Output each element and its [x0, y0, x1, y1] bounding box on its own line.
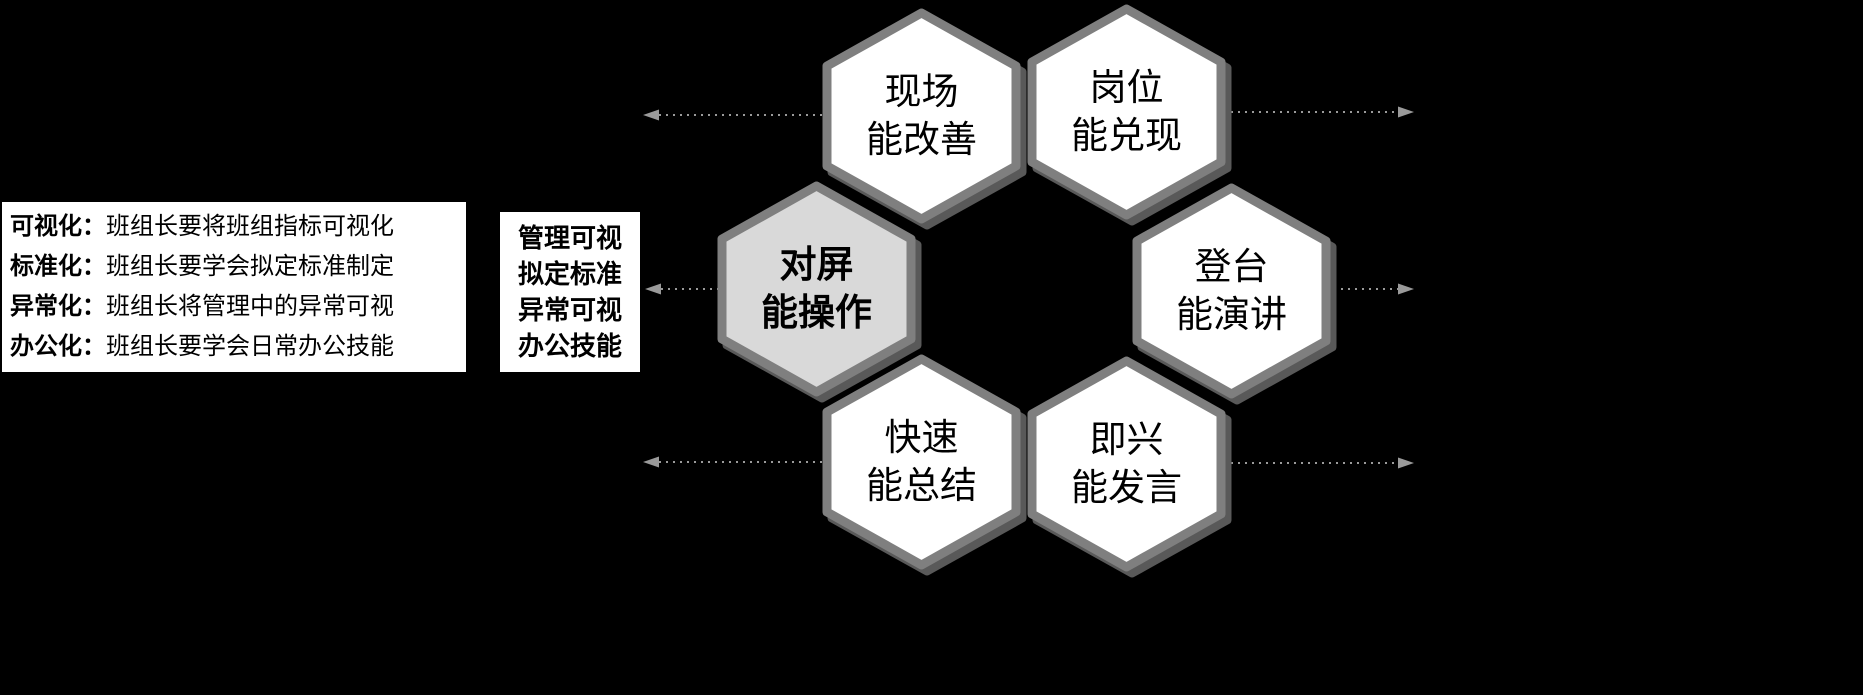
definition-desc: 班组长要学会拟定标准制定	[106, 254, 394, 280]
hexagon-label-line1: 现场	[884, 71, 959, 113]
hexagon-stage-speech: 登台 能演讲	[1132, 183, 1337, 405]
hexagon-shape	[717, 181, 922, 403]
hexagon-label: 登台 能演讲	[1133, 183, 1330, 398]
definition-desc: 班组长要将班组指标可视化	[106, 214, 394, 240]
hexagon-label: 即兴 能发言	[1028, 356, 1225, 571]
hexagon-label-line1: 对屏	[779, 244, 854, 286]
hexagon-label: 现场 能改善	[823, 8, 1020, 223]
hexagon-label: 岗位 能兑现	[1028, 4, 1225, 219]
hexagon-label-line2: 能发言	[1071, 466, 1182, 508]
hexagon-label: 对屏 能操作	[718, 181, 915, 396]
dotted-arrow-left-top	[643, 109, 829, 121]
hexagon-shape	[1027, 4, 1232, 226]
dotted-arrow-right-bottom	[1224, 457, 1414, 469]
definition-row-office: 办公化：班组长要学会日常办公技能	[10, 327, 458, 367]
hexagon-screen-operate: 对屏 能操作	[717, 181, 922, 403]
hexagon-label-line2: 能演讲	[1176, 293, 1287, 335]
hexagon-shape	[822, 354, 1027, 576]
hexagon-onsite-improvement: 现场 能改善	[822, 8, 1027, 230]
hexagon-label-line1: 岗位	[1089, 67, 1164, 109]
definition-term: 标准化：	[10, 253, 106, 280]
hexagon-label-line2: 能兑现	[1071, 114, 1182, 156]
definition-row-standardization: 标准化：班组长要学会拟定标准制定	[10, 247, 458, 287]
definition-row-abnormality: 异常化：班组长将管理中的异常可视	[10, 287, 458, 327]
hexagon-label-line2: 能总结	[866, 464, 977, 506]
hexagon-shape	[1027, 356, 1232, 578]
dotted-arrow-left-middle	[645, 283, 721, 295]
definitions-panel: 可视化：班组长要将班组指标可视化 标准化：班组长要学会拟定标准制定 异常化：班组…	[2, 202, 466, 372]
hexagon-position-fulfill: 岗位 能兑现	[1027, 4, 1232, 226]
hexagon-label-line2: 能操作	[761, 291, 872, 333]
hexagon-shape	[822, 8, 1027, 230]
callout-box: 管理可视 拟定标准 异常可视 办公技能	[500, 212, 640, 372]
callout-line: 异常可视	[517, 295, 622, 325]
definition-row-visualization: 可视化：班组长要将班组指标可视化	[10, 207, 458, 247]
definition-term: 办公化：	[10, 333, 106, 360]
hexagon-label-line2: 能改善	[866, 118, 977, 160]
dotted-arrow-right-top	[1224, 106, 1414, 118]
callout-line: 办公技能	[517, 331, 622, 361]
hexagon-impromptu-speak: 即兴 能发言	[1027, 356, 1232, 578]
definition-desc: 班组长要学会日常办公技能	[106, 334, 394, 360]
dotted-arrow-left-bottom	[643, 456, 829, 468]
hexagon-label: 快速 能总结	[823, 354, 1020, 569]
hexagon-quick-summary: 快速 能总结	[822, 354, 1027, 576]
hexagon-label-line1: 即兴	[1089, 419, 1164, 461]
dotted-arrow-right-middle	[1334, 283, 1414, 295]
definition-desc: 班组长将管理中的异常可视	[106, 294, 394, 320]
callout-line: 拟定标准	[517, 259, 622, 289]
hexagon-shape	[1132, 183, 1337, 405]
definition-term: 可视化：	[10, 213, 106, 240]
hexagon-label-line1: 登台	[1194, 246, 1269, 288]
hexagon-label-line1: 快速	[884, 417, 959, 459]
callout-line: 管理可视	[517, 223, 622, 253]
definition-term: 异常化：	[10, 293, 106, 320]
